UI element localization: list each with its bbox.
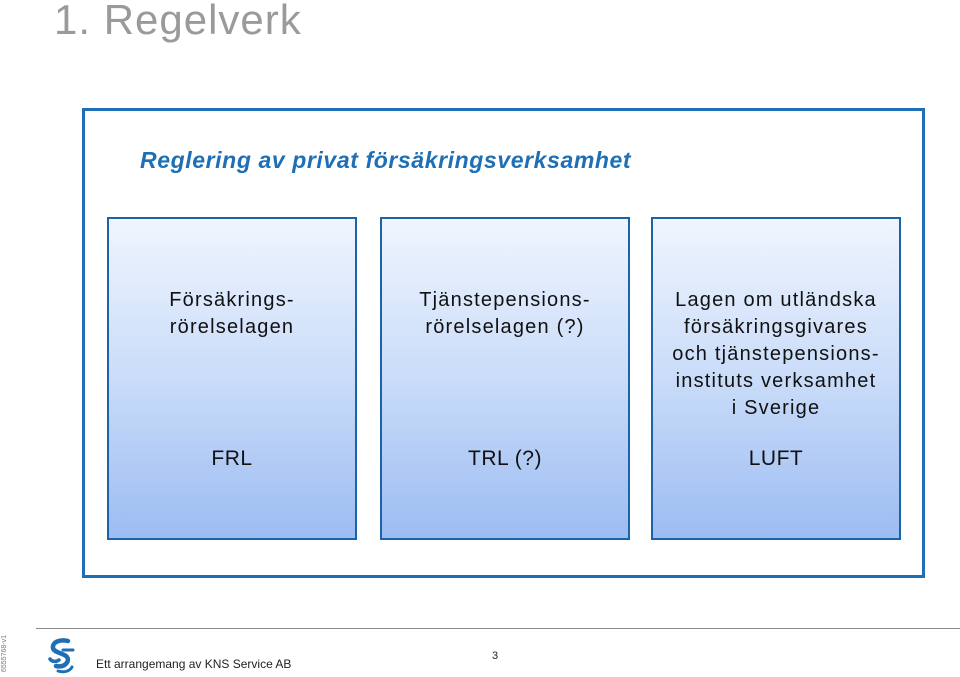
document-code: 6555768-v1 (0, 635, 8, 672)
law-box-title-line: Tjänstepensions- (419, 289, 591, 311)
law-box-title-line: rörelselagen (169, 316, 295, 338)
law-box-luft: Lagen om utländska försäkringsgivares oc… (651, 217, 901, 540)
law-box-frl: Försäkrings- rörelselagen FRL (107, 217, 357, 540)
law-box-title-line: rörelselagen (?) (425, 316, 585, 338)
footer-text: Ett arrangemang av KNS Service AB (96, 657, 292, 671)
law-box-abbreviation: FRL (211, 447, 253, 470)
law-box-abbreviation: TRL (?) (468, 447, 542, 470)
slide-title: 1. Regelverk (54, 0, 302, 43)
law-box-trl: Tjänstepensions- rörelselagen (?) TRL (?… (380, 217, 630, 540)
law-box-title-line: Försäkrings- (169, 289, 295, 311)
law-box-title: Tjänstepensions- rörelselagen (?) (382, 287, 628, 341)
law-box-title-line: i Sverige (731, 397, 821, 419)
law-box-title-line: Lagen om utländska (675, 289, 877, 311)
law-box-title: Försäkrings- rörelselagen (109, 287, 355, 341)
frame-heading: Reglering av privat försäkringsverksamhe… (140, 147, 632, 173)
page-number: 3 (492, 650, 499, 662)
law-box-title-line: försäkringsgivares (684, 316, 868, 338)
law-box-abbreviation: LUFT (748, 447, 804, 470)
law-box-title: Lagen om utländska försäkringsgivares oc… (653, 287, 899, 422)
law-box-title-line: instituts verksamhet (675, 370, 877, 392)
law-box-title-line: och tjänstepensions- (672, 343, 880, 365)
kns-logo-icon (48, 638, 75, 674)
footer-divider (36, 628, 960, 629)
